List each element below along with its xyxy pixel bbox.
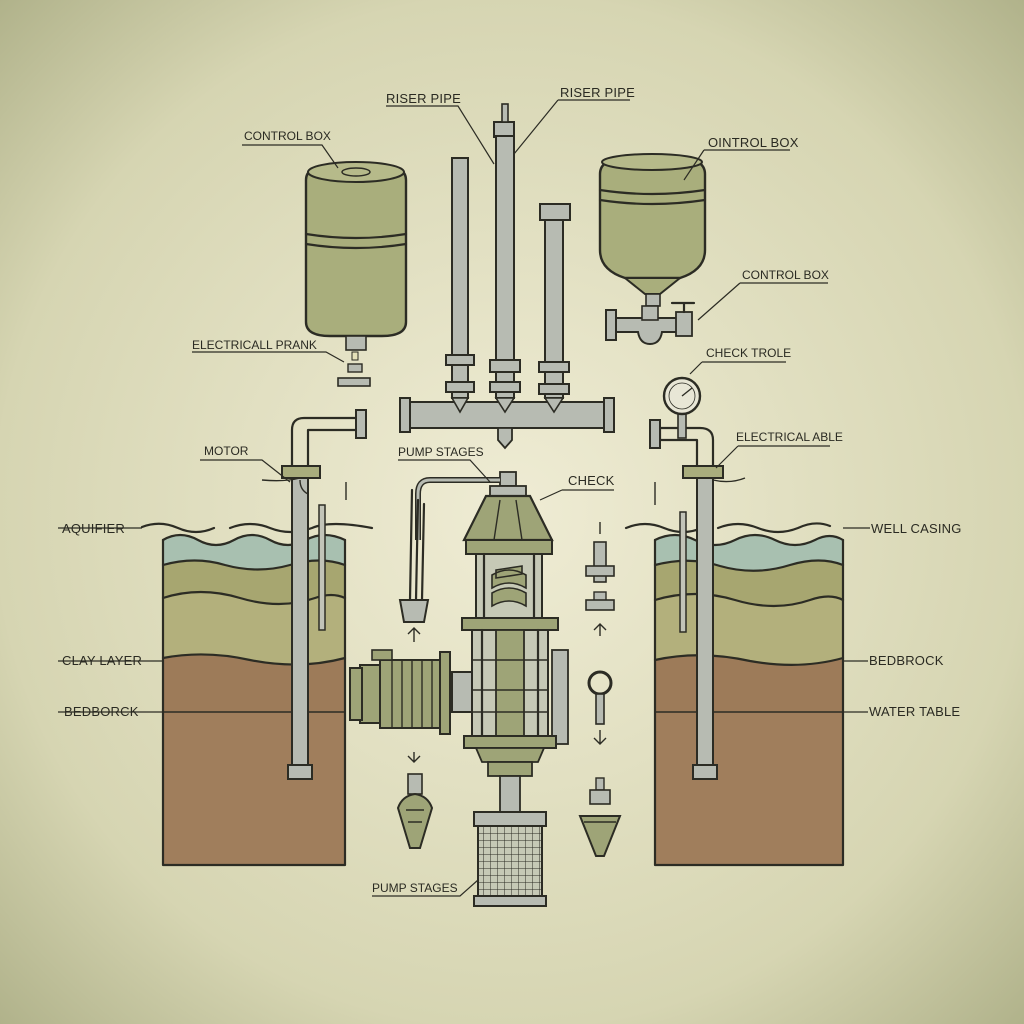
leader-lines <box>58 99 870 897</box>
pressure-tank-right <box>598 153 707 346</box>
label-riser-pipe-right: RISER PIPE <box>560 85 635 100</box>
label-riser-pipe-left: RISER PIPE <box>386 91 461 106</box>
label-water-table: WATER TABLE <box>869 704 960 719</box>
label-pump-stages-top: PUMP STAGES <box>398 445 484 459</box>
label-pump-stages-bottom: PUMP STAGES <box>372 881 458 895</box>
motor <box>349 649 473 849</box>
label-motor: MOTOR <box>204 444 249 458</box>
pressure-tank-left <box>304 161 408 387</box>
right-well <box>624 376 845 867</box>
riser-pipes <box>399 103 615 450</box>
label-bedbrock: BEDBROCK <box>869 653 944 668</box>
label-control-box-top-left: CONTROL BOX <box>244 129 331 143</box>
label-control-box-mid-right: CONTROL BOX <box>742 268 829 282</box>
label-well-casing: WELL CASING <box>871 521 962 536</box>
label-check-trole: CHECK TROLE <box>706 346 791 360</box>
label-clay-layer: CLAY LAYER <box>62 653 142 668</box>
label-control-box-top-right: OINTROL BOX <box>708 135 799 150</box>
labels: RISER PIPE RISER PIPE CONTROL BOX OINTRO… <box>62 85 962 895</box>
left-well <box>140 409 374 867</box>
label-electrical-able: ELECTRICAL ABLE <box>736 430 843 444</box>
label-aquifier: AQUIFIER <box>62 521 125 536</box>
submersible-pump <box>398 471 569 907</box>
exploded-parts-right <box>578 522 622 857</box>
label-electrical-prank: ELECTRICALL PRANK <box>192 338 317 352</box>
label-check: CHECK <box>568 473 615 488</box>
label-bedborck: BEDBORCK <box>64 704 139 719</box>
